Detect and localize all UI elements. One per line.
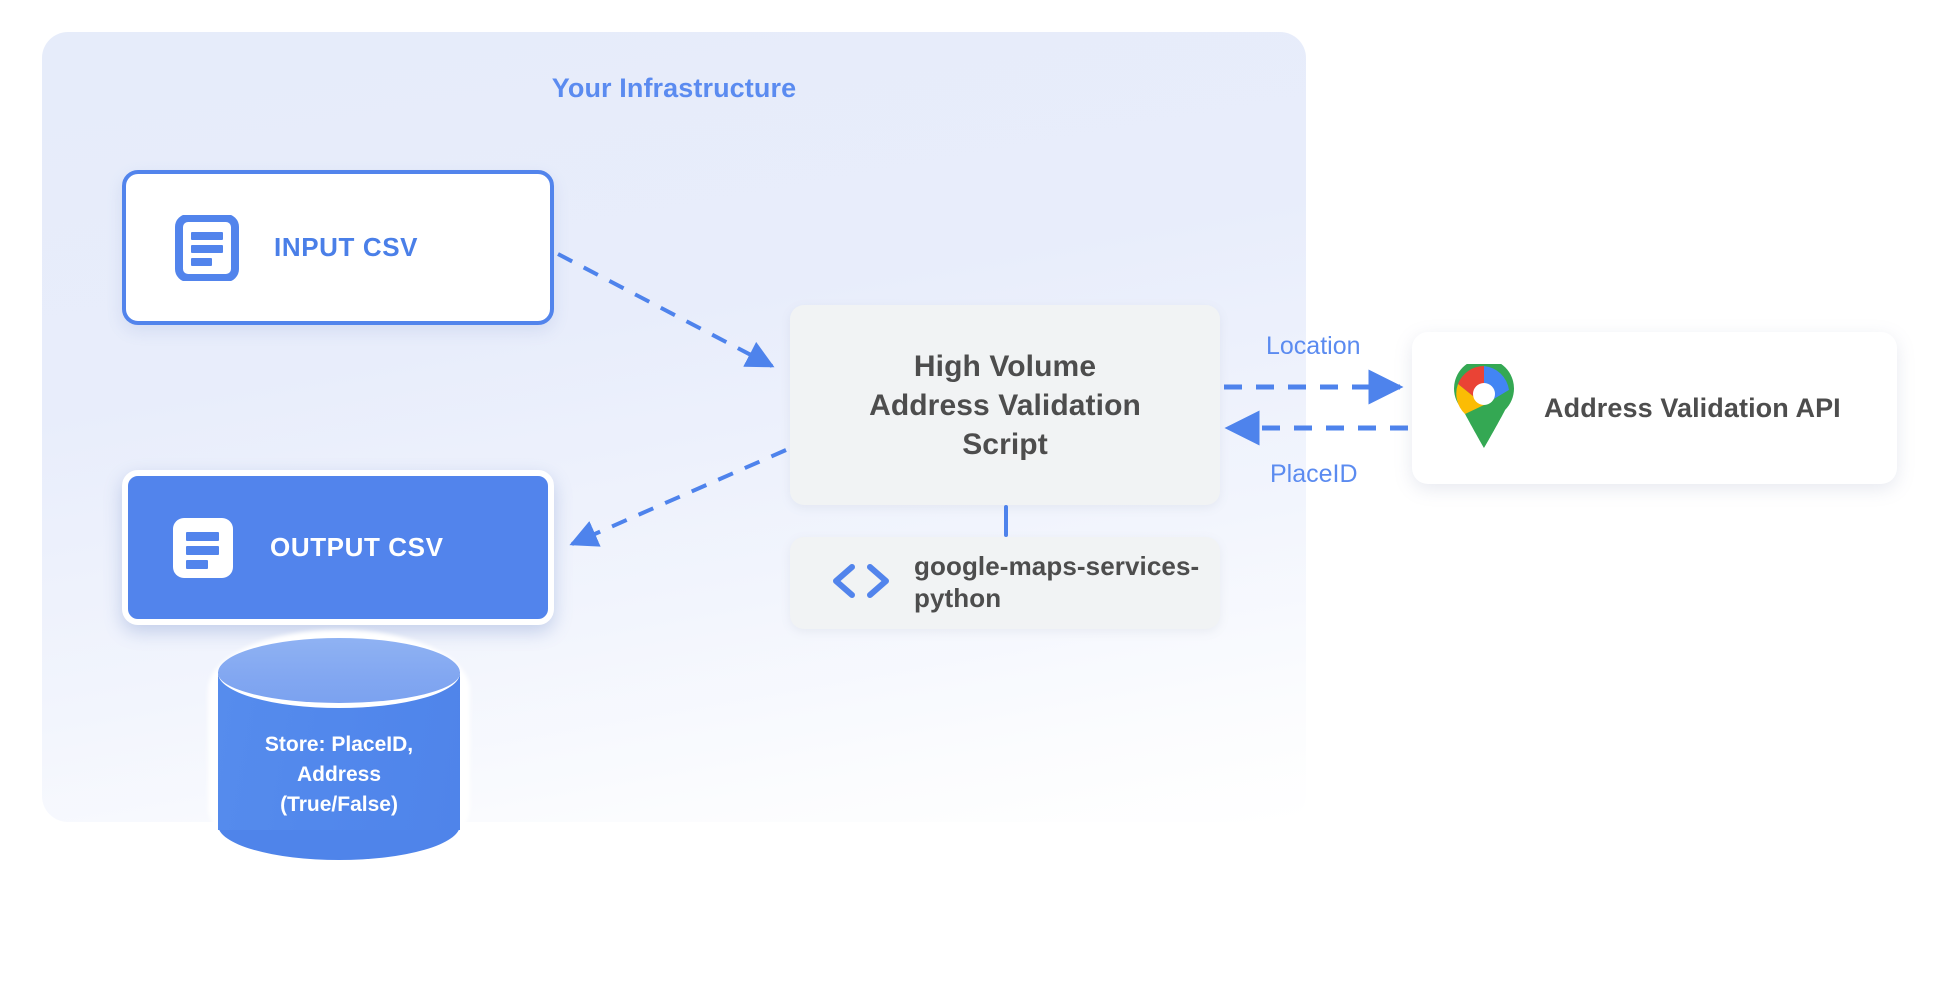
database-line-1: Store: PlaceID, [264,733,414,756]
google-maps-pin-icon [1454,358,1514,453]
node-script[interactable]: High Volume Address Validation Script [790,305,1220,505]
api-label: Address Validation API [1544,392,1841,423]
output-csv-label: OUTPUT CSV [270,532,444,562]
edge-label-placeid: PlaceID [1270,460,1358,488]
node-address-validation-api[interactable]: Address Validation API [1412,332,1897,484]
script-line-1: High Volume [913,349,1097,383]
database-top-ellipse [218,638,460,708]
script-line-3: Script [962,427,1048,461]
document-lines-icon [174,213,240,282]
edge-script-to-library [1004,505,1008,537]
database-label: Store: PlaceID, Address (True/False) [218,730,460,819]
database-line-2: Address [296,762,382,786]
input-csv-label: INPUT CSV [274,232,419,262]
node-database[interactable]: Store: PlaceID, Address (True/False) [208,630,470,868]
panel-title: Your Infrastructure [551,73,797,103]
library-label: google-maps-services-python [914,551,1200,613]
node-input-csv[interactable]: INPUT CSV [122,170,554,325]
node-library[interactable]: google-maps-services-python [790,537,1220,629]
script-line-2: Address Validation [869,388,1141,422]
database-line-3: (True/False) [280,792,398,816]
edge-label-location: Location [1266,332,1361,360]
code-brackets-icon [830,561,892,606]
node-output-csv[interactable]: OUTPUT CSV [122,470,554,625]
document-lines-icon [170,515,236,581]
